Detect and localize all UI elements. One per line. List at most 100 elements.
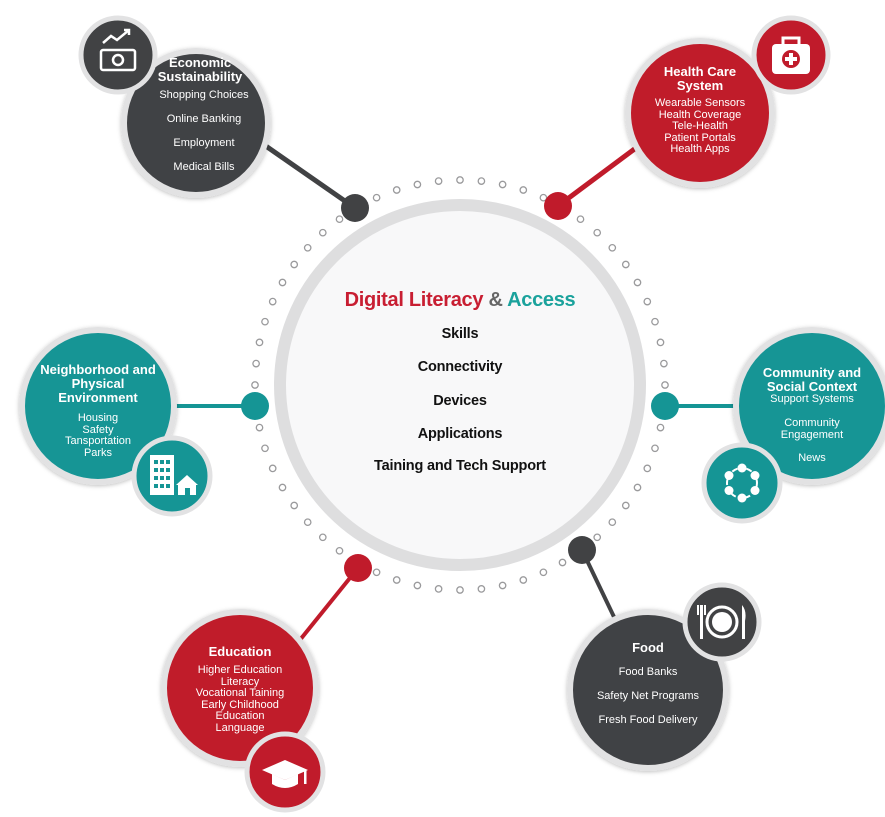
- node-education-title: Education: [190, 644, 290, 659]
- orbit-dot: [434, 177, 443, 185]
- junction-dot-economic: [341, 194, 369, 222]
- orbit-dot: [519, 186, 528, 194]
- node-health-items: Wearable Sensors Health Coverage Tele-He…: [640, 97, 760, 156]
- circle-of-people-icon: [724, 463, 760, 503]
- person-ring: [726, 467, 758, 499]
- orbit-dot: [621, 260, 630, 269]
- node-health-title-line: Health Care: [663, 64, 737, 79]
- node-food: [567, 582, 762, 771]
- hub-title: Digital Literacy & Access: [300, 289, 620, 312]
- orbit-dot: [593, 533, 602, 542]
- orbit-dot: [251, 381, 259, 389]
- orbit-dot: [498, 581, 507, 590]
- node-food-item: Food Banks: [618, 666, 678, 678]
- node-neighborhood-title-line: Neighborhood and: [40, 362, 156, 377]
- orbit-dot: [255, 423, 264, 432]
- orbit-dot: [261, 317, 269, 326]
- orbit-dot: [539, 193, 548, 202]
- node-food-title: Food: [598, 640, 698, 655]
- orbit-dot: [335, 546, 344, 555]
- node-food-item: Fresh Food Delivery: [598, 714, 698, 726]
- orbit-dot: [608, 243, 617, 252]
- orbit-dot: [255, 338, 264, 347]
- orbit-dot: [633, 483, 642, 492]
- hub-title-part1: Digital Literacy: [344, 289, 484, 311]
- node-education-item: Education: [215, 710, 265, 722]
- node-economic-title-line: Sustainability: [157, 69, 243, 85]
- node-economic-item: Online Banking: [166, 113, 242, 125]
- node-education-item: Literacy: [220, 675, 260, 688]
- orbit-dot: [392, 186, 401, 194]
- junction-dot-health: [544, 192, 572, 220]
- first-aid-kit-icon: [772, 36, 810, 74]
- orbit-dot: [252, 359, 260, 368]
- node-neighborhood-item: Tansportation: [64, 435, 132, 447]
- orbit-dot: [268, 464, 277, 473]
- node-neighborhood-title: Neighborhood and Physical Environment: [28, 362, 168, 406]
- orbit-dot: [651, 317, 659, 326]
- node-community-title: Community and Social Context: [742, 365, 882, 395]
- orbit-dot: [372, 193, 381, 202]
- node-food-title-line: Food: [632, 640, 664, 655]
- orbit-dot: [558, 558, 567, 567]
- orbit-dot: [656, 338, 665, 347]
- orbit-dot: [593, 228, 602, 237]
- node-food-item: Safety Net Programs: [596, 690, 700, 702]
- hub-item-applications: Applications: [417, 426, 503, 442]
- hub-item-connectivity: Connectivity: [417, 359, 503, 375]
- node-neighborhood-title-line: Physical: [71, 376, 125, 392]
- junction-dot-community: [651, 392, 679, 420]
- node-education-item: Language: [215, 721, 265, 734]
- node-community-title-line: Community and: [762, 365, 862, 380]
- orbit-dot: [335, 215, 344, 224]
- orbit-dot: [278, 483, 287, 492]
- node-neighborhood-item: Housing: [77, 412, 119, 424]
- junction-dot-neighborhood: [241, 392, 269, 420]
- node-health-item: Wearable Sensors: [654, 97, 746, 109]
- orbit-dot: [278, 278, 287, 287]
- node-health-item: Patient Portals: [664, 131, 736, 144]
- hub-item-skills: Skills: [441, 326, 479, 342]
- node-community-title-line: Social Context: [766, 379, 858, 395]
- orbit-dot: [643, 464, 652, 473]
- node-education-item: Early Childhood: [201, 698, 279, 711]
- orbit-dot: [318, 533, 327, 542]
- node-community-item: Community: [784, 417, 840, 429]
- node-health-title: Health Care System: [640, 64, 760, 94]
- orbit-dot: [303, 518, 312, 527]
- orbit-dot: [633, 278, 642, 287]
- orbit-dot: [608, 518, 617, 527]
- node-community-item: Engagement: [780, 428, 844, 441]
- graduation-cap-icon: [262, 760, 308, 788]
- orbit-dot: [539, 568, 548, 577]
- person-dot: [737, 493, 747, 503]
- node-economic: [78, 15, 271, 198]
- person-dot: [750, 486, 760, 495]
- plate-and-cutlery-icon: [697, 605, 746, 639]
- hub-item-devices: Devices: [433, 393, 487, 409]
- orbit-dot: [519, 576, 528, 584]
- node-health-title-line: System: [676, 78, 724, 94]
- orbit-dot: [290, 260, 299, 269]
- orbit-dot: [456, 586, 464, 594]
- orbit-dot: [372, 568, 381, 577]
- node-neighborhood-item: Parks: [83, 446, 113, 459]
- node-economic-item: Employment: [173, 137, 235, 149]
- orbit-dot: [656, 423, 665, 432]
- person-dot: [724, 471, 734, 480]
- orbit-dot: [261, 444, 269, 453]
- orbit-dot: [576, 215, 585, 224]
- node-health-item: Health Coverage: [658, 108, 742, 121]
- orbit-dot: [661, 381, 669, 389]
- node-neighborhood-items: Housing Safety Tansportation Parks: [48, 412, 148, 459]
- money-icon: [99, 28, 137, 72]
- junction-dot-food: [568, 536, 596, 564]
- node-economic-title-line: Economic: [168, 55, 232, 70]
- orbit-dot: [651, 444, 659, 453]
- node-neighborhood-title-line: Environment: [58, 390, 138, 406]
- person-dot: [737, 463, 747, 473]
- node-education-title-line: Education: [208, 644, 272, 659]
- orbit-dot: [318, 228, 327, 237]
